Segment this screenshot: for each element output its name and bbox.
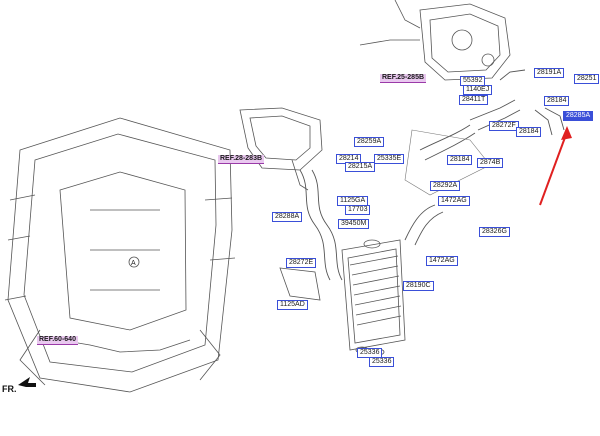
ref-link-60-640[interactable]: REF.60-640 — [37, 336, 78, 345]
turbo-assembly — [359, 0, 511, 81]
part-label-28326G: 28326G — [479, 227, 510, 237]
hoses — [299, 69, 565, 281]
part-label-1472AG-a: 1472AG — [438, 196, 470, 206]
ref-link-25-285B[interactable]: REF.25-285B — [380, 74, 427, 83]
part-label-28191A: 28191A — [534, 68, 565, 78]
part-label-1140EJ: 1140EJ — [463, 85, 493, 95]
part-label-28411T: 28411T — [459, 95, 489, 105]
part-label-28215A: 28215A — [345, 162, 376, 172]
part-label-25335E: 25335E — [374, 154, 405, 164]
part-label-28272E: 28272E — [286, 258, 317, 268]
part-label-28251: 28251 — [574, 74, 600, 84]
bracket — [279, 267, 321, 301]
ref-link-28-283B[interactable]: REF.28-283B — [218, 155, 265, 164]
part-label-2874B: 2874B — [477, 158, 504, 168]
part-label-1472AG-b: 1472AG — [426, 256, 458, 266]
part-label-28292A: 28292A — [430, 181, 461, 191]
part-label-1125AD: 1125AD — [277, 300, 308, 310]
front-end-carrier — [4, 117, 236, 393]
part-label-28259A: 28259A — [354, 137, 385, 147]
part-label-25336-b: 25336 — [369, 357, 395, 367]
engine-part-left — [239, 107, 323, 191]
circle-a-label: A — [131, 260, 136, 267]
front-direction-label: FR. — [2, 384, 17, 394]
part-label-28272F: 28272F — [489, 121, 519, 131]
part-label-28288A: 28288A — [272, 212, 303, 222]
part-label-28184-c: 28184 — [447, 155, 473, 165]
part-label-28190C: 28190C — [403, 281, 434, 291]
fr-arrow-icon — [18, 377, 36, 387]
intercooler — [341, 239, 406, 356]
part-label-39450M: 39450M — [338, 219, 370, 229]
group-outline — [404, 129, 491, 196]
part-label-28184-a: 28184 — [544, 96, 570, 106]
part-label-28184-b: 28184 — [516, 127, 542, 137]
part-label-17703: 17703 — [345, 205, 371, 215]
red-arrow — [539, 126, 572, 206]
part-label-28285A[interactable]: 28285A — [563, 111, 594, 121]
